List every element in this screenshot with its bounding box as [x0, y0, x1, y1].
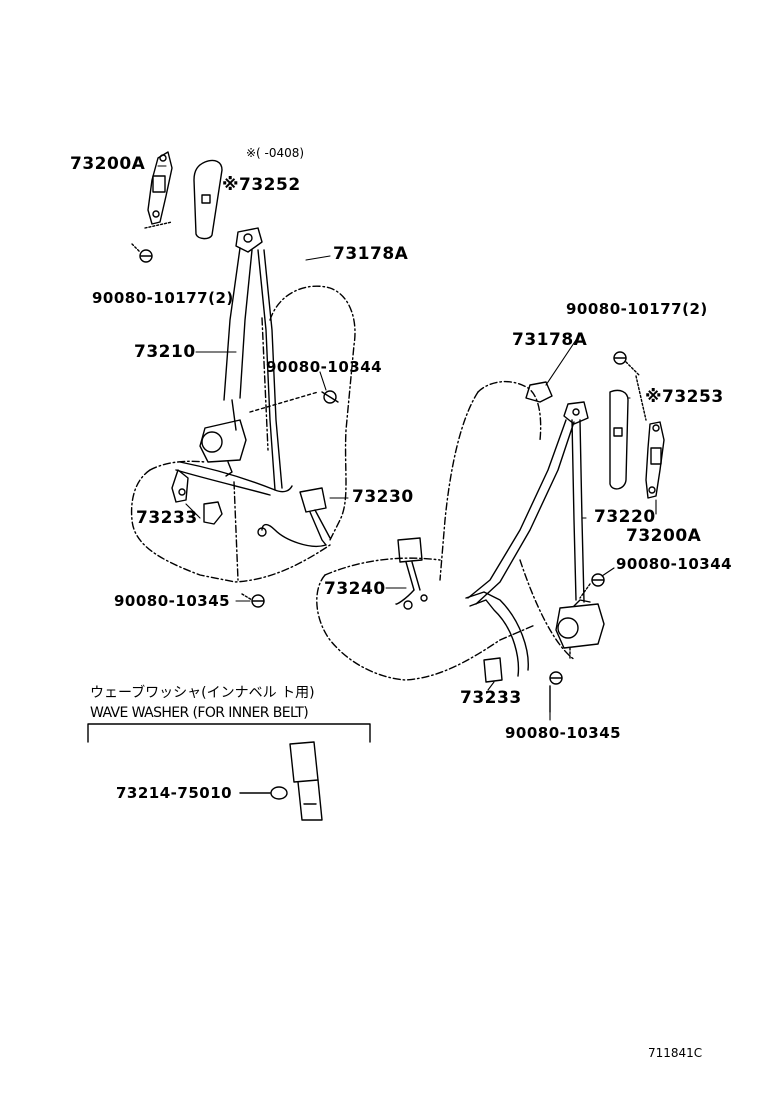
label-90080-10177-left: 90080-10177(2)	[92, 289, 234, 307]
label-73214-75010: 73214-75010	[116, 784, 233, 802]
label-73200a-right: 73200A	[626, 526, 702, 546]
right-seat-outline	[316, 381, 576, 681]
diagram-code: 711841C	[648, 1046, 703, 1060]
label-90080-10177-right: 90080-10177(2)	[566, 300, 708, 318]
label-90080-10345-right: 90080-10345	[505, 724, 622, 742]
label-73210: 73210	[134, 342, 196, 362]
label-73178a-left: 73178A	[333, 244, 409, 264]
label-73252: ※73252	[222, 175, 301, 195]
label-73253: ※73253	[645, 387, 724, 407]
left-belt-assembly	[131, 151, 339, 608]
right-belt-assembly	[395, 351, 665, 713]
label-73233-right: 73233	[460, 688, 522, 708]
left-seat-outline	[130, 285, 356, 583]
label-90080-10345-left: 90080-10345	[114, 592, 231, 610]
label-73178a-right: 73178A	[512, 330, 588, 350]
label-73233-left: 73233	[136, 508, 198, 528]
label-73200a-top: 73200A	[70, 154, 146, 174]
label-90080-10344-left: 90080-10344	[266, 358, 383, 376]
label-date-note: ※( -0408)	[246, 146, 305, 160]
label-73220: 73220	[594, 507, 656, 527]
wave-washer-part	[239, 741, 323, 821]
inset-bracket	[87, 723, 371, 743]
label-73240: 73240	[324, 579, 386, 599]
label-73230: 73230	[352, 487, 414, 507]
inset-title-jp: ウェーブワッシャ(インナベル ト用)	[90, 685, 315, 701]
label-90080-10344-right: 90080-10344	[616, 555, 733, 573]
inset-title-en: WAVE WASHER (FOR INNER BELT)	[90, 705, 309, 721]
leader-lines	[157, 165, 657, 721]
